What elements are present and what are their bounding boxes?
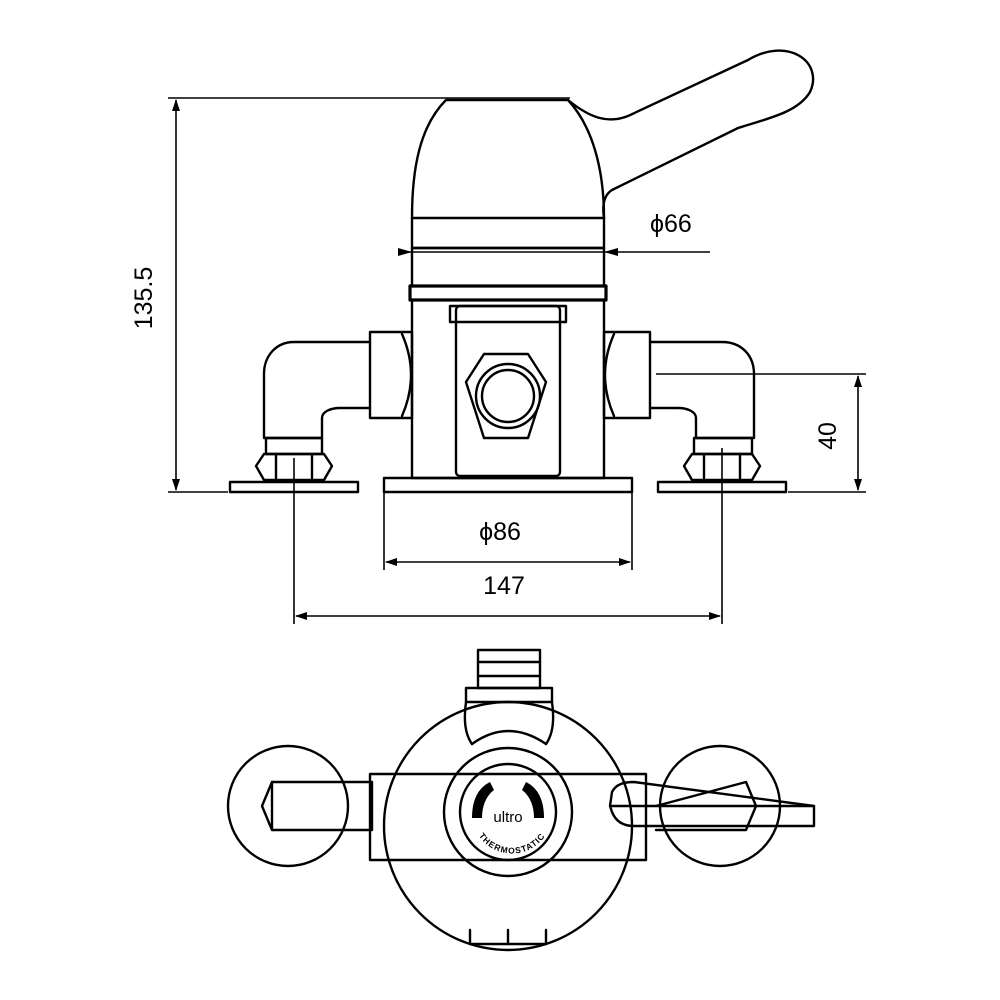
dial-inner (458, 762, 558, 862)
valve-body (410, 298, 606, 480)
outlet-connector-base (464, 686, 554, 704)
outlet-connector (476, 648, 542, 690)
handle-diameter-label: ϕ66 (650, 210, 692, 238)
body-neck-arc (470, 729, 548, 746)
dial-mark-right (522, 782, 544, 818)
lever-handle (566, 49, 815, 220)
height-dimension-label: 135.5 (130, 267, 158, 330)
dimensions: 135.5 ϕ66 40 ϕ86 147 (130, 97, 866, 624)
body-front-panel (454, 304, 562, 478)
right-inlet-collar (692, 436, 754, 456)
dome-head (410, 98, 606, 220)
left-inlet-arm (260, 780, 374, 832)
right-inlet-nut (682, 452, 762, 482)
outlet-port (474, 362, 542, 430)
inlet-height-label: 40 (814, 422, 842, 450)
left-inlet-ring (226, 744, 350, 868)
body-panel-top (448, 304, 568, 324)
dial-mark-left (472, 782, 494, 818)
outlet-hex-nut (464, 352, 548, 440)
head-collar (408, 284, 608, 302)
body-neck (463, 700, 555, 746)
outlet-bore (480, 368, 536, 424)
brand-logo: ultro (493, 809, 522, 826)
left-union-curve (400, 332, 413, 418)
head-band-upper (410, 216, 606, 250)
base-plate (382, 476, 634, 494)
body-outer-circle (382, 700, 634, 952)
plan-view: ultro THERMOSTATIC (226, 648, 816, 952)
left-elbow (262, 340, 372, 440)
right-union-curve (603, 332, 616, 418)
dial-outer (442, 746, 574, 878)
left-inlet-collar (264, 436, 324, 456)
handle-arm (608, 780, 816, 828)
centres-dimension-label: 147 (483, 572, 525, 600)
right-elbow (648, 340, 756, 440)
head-band-lower (410, 246, 606, 288)
front-elevation (228, 49, 815, 494)
base-diameter-label: ϕ86 (479, 518, 521, 546)
left-inlet-nut (254, 452, 334, 482)
